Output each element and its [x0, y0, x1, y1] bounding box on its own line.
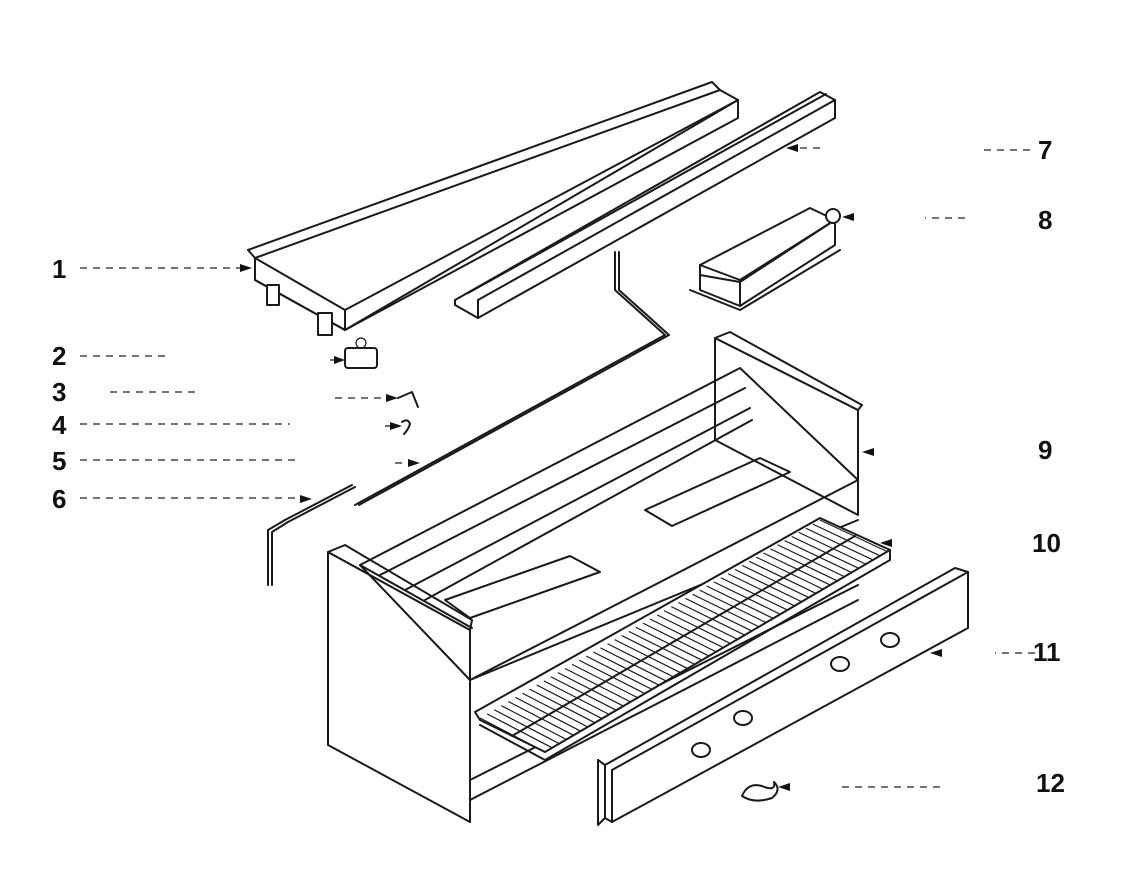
part-9-main-body — [327, 331, 863, 823]
callout-7: 7 — [1038, 135, 1053, 165]
part-12-knob — [741, 781, 779, 802]
part-10-grate — [474, 517, 891, 761]
leader-lines — [80, 144, 1035, 791]
grate-center-rail — [511, 535, 856, 737]
callout-10: 10 — [1032, 528, 1061, 558]
part-2-valve — [344, 337, 378, 369]
callout-2: 2 — [52, 341, 67, 371]
part-7-channel-rail — [454, 91, 836, 319]
part-4-fitting — [401, 419, 411, 435]
part-5-rod — [354, 251, 670, 506]
part-3-fitting — [397, 391, 419, 408]
callout-3: 3 — [52, 377, 67, 407]
callout-5: 5 — [52, 446, 67, 476]
callout-1: 1 — [52, 254, 67, 284]
part-8-electrical-box — [689, 207, 841, 311]
callout-12: 12 — [1036, 768, 1065, 798]
part-1-top-cover — [247, 81, 739, 336]
part-11-front-panel — [597, 567, 969, 826]
callout-6: 6 — [52, 484, 67, 514]
part-6-bracket — [267, 484, 356, 586]
callout-11: 11 — [1033, 637, 1061, 667]
callout-4: 4 — [52, 410, 67, 440]
callout-9: 9 — [1038, 435, 1053, 465]
callout-8: 8 — [1038, 205, 1053, 235]
